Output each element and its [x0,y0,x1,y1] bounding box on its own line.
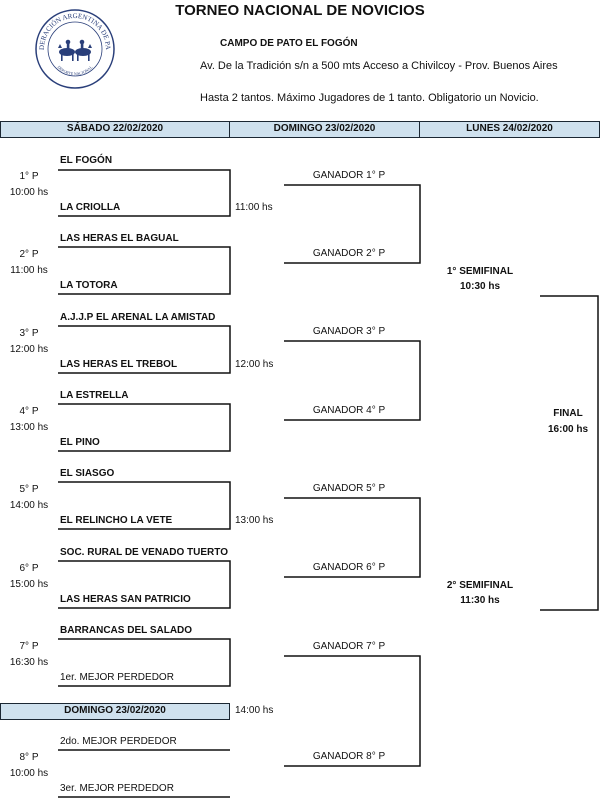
page-title: TORNEO NACIONAL DE NOVICIOS [175,2,425,19]
final-label: FINAL [553,408,583,419]
federation-logo: FEDERACIÓN ARGENTINA DE PATO DEPORTE NAC… [34,8,115,89]
winner-6: GANADOR 6° P [312,562,386,573]
day-header-sunday-second: DOMINGO 23/02/2020 [0,703,230,720]
match-1-time: 10:00 hs [9,187,49,198]
day-header-saturday: SÁBADO 22/02/2020 [0,121,230,138]
match-5-team-b: EL RELINCHO LA VETE [60,515,173,526]
match-1-team-a: EL FOGÓN [60,155,113,166]
match-1-team-b: LA CRIOLLA [60,202,121,213]
match-8-team-a: 2do. MEJOR PERDEDOR [60,736,177,747]
match-5-time: 14:00 hs [9,500,49,511]
match-2-team-b: LA TOTORA [60,280,118,291]
winner-4: GANADOR 4° P [312,405,386,416]
winner-2: GANADOR 2° P [312,248,386,259]
match-3-team-b: LAS HERAS EL TREBOL [60,359,178,370]
match-4-team-b: EL PINO [60,437,100,448]
match-7-team-a: BARRANCAS DEL SALADO [60,625,193,636]
match-3-number: 3° P [19,328,39,339]
match-4-number: 4° P [19,406,39,417]
match-8-team-b: 3er. MEJOR PERDEDOR [60,783,174,794]
round2-time-4: 14:00 hs [235,705,274,716]
semifinal-2-label: 2° SEMIFINAL [446,580,514,591]
match-1-number: 1° P [19,171,39,182]
match-3-time: 12:00 hs [9,344,49,355]
match-6-number: 6° P [19,563,39,574]
winner-3: GANADOR 3° P [312,326,386,337]
winner-8: GANADOR 8° P [312,751,386,762]
semifinal-1-time: 10:30 hs [459,281,501,292]
tournament-rules: Hasta 2 tantos. Máximo Jugadores de 1 ta… [200,92,539,104]
winner-1: GANADOR 1° P [312,170,386,181]
round2-time-1: 11:00 hs [235,202,273,213]
match-7-team-b: 1er. MEJOR PERDEDOR [60,672,174,683]
match-2-number: 2° P [19,249,39,260]
match-8-number: 8° P [19,752,39,763]
match-2-team-a: LAS HERAS EL BAGUAL [60,233,179,244]
winner-5: GANADOR 5° P [312,483,386,494]
match-6-team-a: SOC. RURAL DE VENADO TUERTO [60,547,228,558]
match-5-team-a: EL SIASGO [60,468,115,479]
match-6-time: 15:00 hs [9,579,49,590]
round2-time-3: 13:00 hs [235,515,274,526]
match-4-time: 13:00 hs [9,422,49,433]
match-2-time: 11:00 hs [10,265,48,276]
round2-time-2: 12:00 hs [235,359,274,370]
venue-name: CAMPO DE PATO EL FOGÓN [220,38,358,49]
match-6-team-b: LAS HERAS SAN PATRICIO [60,594,191,605]
semifinal-2-time: 11:30 hs [460,595,500,606]
semifinal-1-label: 1° SEMIFINAL [446,266,514,277]
match-7-number: 7° P [19,641,39,652]
match-7-time: 16:30 hs [9,657,49,668]
match-3-team-a: A.J.J.P EL ARENAL LA AMISTAD [60,312,216,323]
match-4-team-a: LA ESTRELLA [60,390,129,401]
venue-address: Av. De la Tradición s/n a 500 mts Acceso… [200,60,558,72]
match-5-number: 5° P [19,484,39,495]
horsemen-icon [58,39,92,61]
match-8-time: 10:00 hs [9,768,49,779]
winner-7: GANADOR 7° P [312,641,386,652]
final-time: 16:00 hs [547,424,589,435]
